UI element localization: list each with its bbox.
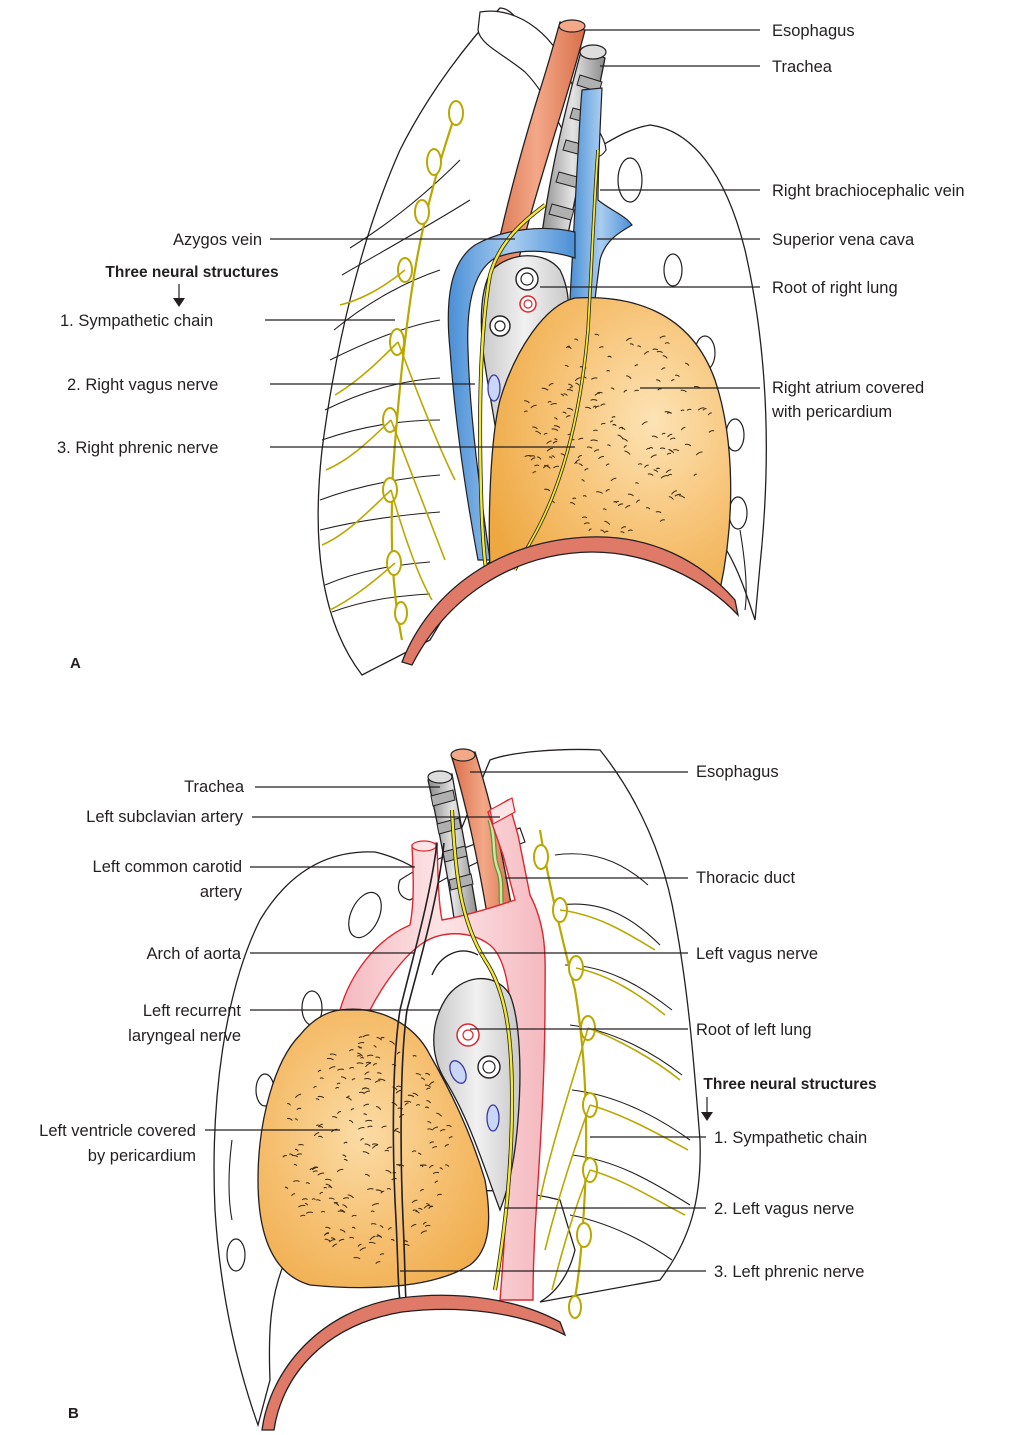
label-b-left-phrenic-nerve: 3. Left phrenic nerve bbox=[714, 1263, 864, 1281]
label-b-left-common-carotid-line1: Left common carotid bbox=[93, 858, 242, 876]
label-a-esophagus: Esophagus bbox=[772, 22, 855, 40]
label-a-superior-vena-cava: Superior vena cava bbox=[772, 231, 915, 249]
label-b-esophagus: Esophagus bbox=[696, 763, 779, 781]
label-b-sympathetic-chain: 1. Sympathetic chain bbox=[714, 1129, 867, 1147]
label-a-trachea: Trachea bbox=[772, 58, 833, 76]
label-a-right-brachiocephalic-vein: Right brachiocephalic vein bbox=[772, 182, 965, 200]
label-b-left-ventricle-line2: by pericardium bbox=[88, 1147, 196, 1165]
label-a-sympathetic-chain: 1. Sympathetic chain bbox=[60, 312, 213, 330]
label-b-root-of-left-lung: Root of left lung bbox=[696, 1021, 812, 1039]
label-b-left-vagus-nerve: 2. Left vagus nerve bbox=[714, 1200, 854, 1218]
arrow-down-icon bbox=[173, 298, 185, 307]
label-a-right-atrium-line2: with pericardium bbox=[771, 403, 892, 421]
panel-a: A bbox=[70, 8, 766, 675]
label-a-right-atrium-line1: Right atrium covered bbox=[772, 379, 924, 397]
panel-b-letter: B bbox=[68, 1405, 79, 1422]
panel-a-letter: A bbox=[70, 655, 81, 672]
label-b-left-common-carotid-line2: artery bbox=[200, 883, 243, 901]
label-b-arch-of-aorta: Arch of aorta bbox=[147, 945, 242, 963]
label-b-left-vagus-nerve-top: Left vagus nerve bbox=[696, 945, 818, 963]
label-a-neural-heading: Three neural structures bbox=[105, 264, 278, 281]
label-a-right-phrenic-nerve: 3. Right phrenic nerve bbox=[57, 439, 218, 457]
label-b-trachea: Trachea bbox=[184, 778, 245, 796]
label-a-root-of-right-lung: Root of right lung bbox=[772, 279, 898, 297]
label-b-left-subclavian-artery: Left subclavian artery bbox=[86, 808, 244, 826]
panel-b: B bbox=[68, 749, 700, 1430]
label-b-left-ventricle-line1: Left ventricle covered bbox=[39, 1122, 196, 1140]
label-b-left-recurrent-line1: Left recurrent bbox=[143, 1002, 242, 1020]
label-a-azygos-vein: Azygos vein bbox=[173, 231, 262, 249]
label-b-thoracic-duct: Thoracic duct bbox=[696, 869, 795, 887]
label-b-neural-heading: Three neural structures bbox=[703, 1076, 876, 1093]
arrow-down-icon bbox=[701, 1112, 713, 1121]
panel-b-diaphragm bbox=[262, 1295, 565, 1430]
label-b-left-recurrent-line2: laryngeal nerve bbox=[128, 1027, 241, 1045]
label-a-right-vagus-nerve: 2. Right vagus nerve bbox=[67, 376, 218, 394]
